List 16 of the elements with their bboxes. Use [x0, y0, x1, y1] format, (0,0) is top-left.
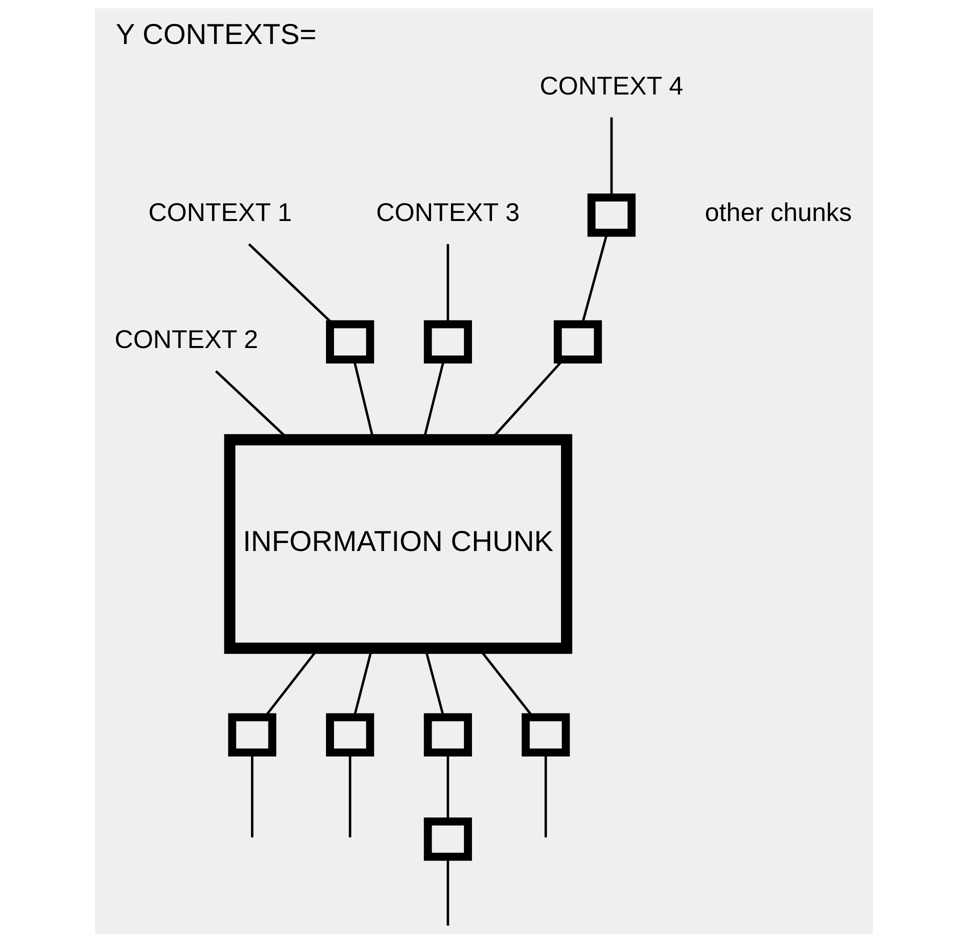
- node-box: INFORMATION CHUNK: [224, 434, 572, 654]
- node-text: CONTEXT 2: [114, 326, 258, 354]
- node-box: [326, 713, 374, 757]
- node-box: [424, 818, 472, 861]
- node-text: CONTEXT 3: [376, 199, 520, 228]
- node-box: [522, 713, 570, 757]
- node-box: [554, 320, 602, 364]
- node-box: [228, 713, 276, 757]
- node-box: [587, 193, 636, 237]
- node-box: [424, 320, 472, 364]
- node-box: [326, 320, 374, 364]
- node-text: CONTEXT 4: [540, 72, 684, 101]
- node-text: CONTEXT 1: [148, 199, 292, 228]
- node-box: [424, 713, 472, 757]
- node-label: other chunks: [704, 199, 852, 228]
- diagram-title: Y CONTEXTS=: [116, 19, 316, 52]
